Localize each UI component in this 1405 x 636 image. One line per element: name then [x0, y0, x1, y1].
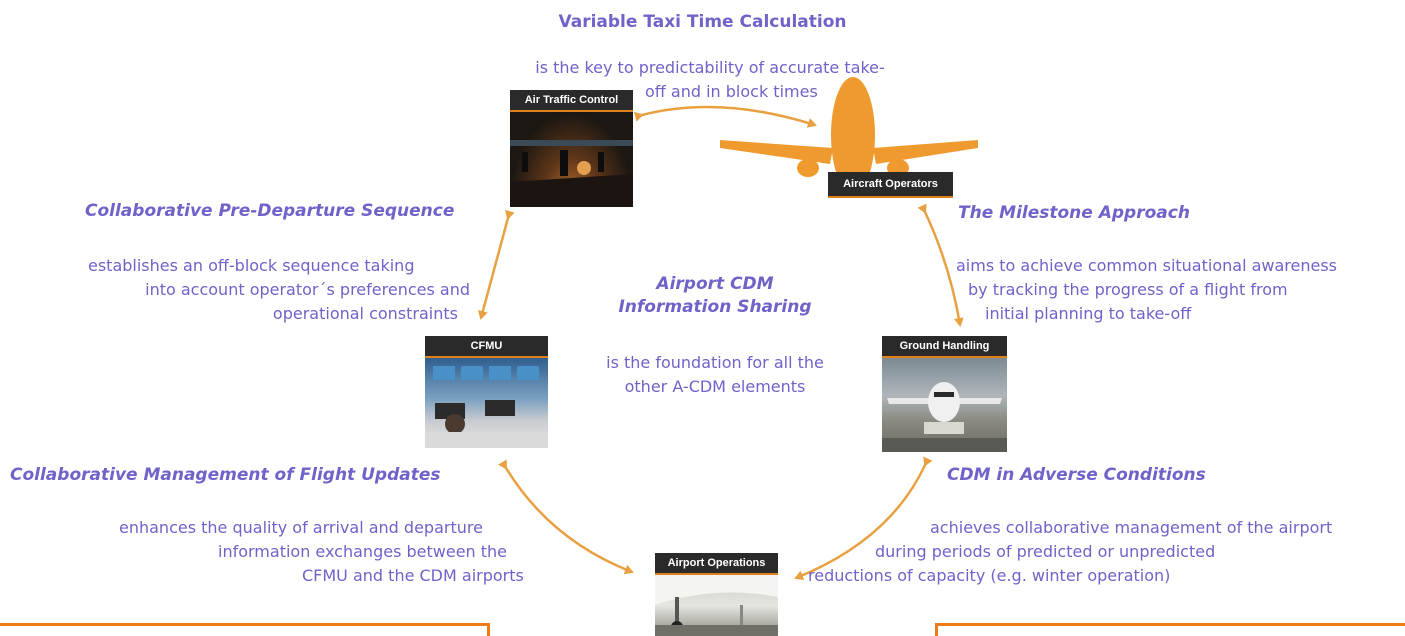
- milestone-text-2: by tracking the progress of a flight fro…: [968, 280, 1288, 299]
- aircraft-operators-card: Aircraft Operators: [828, 172, 953, 198]
- ground-handling-label: Ground Handling: [882, 336, 1007, 358]
- flight-updates-heading: Collaborative Management of Flight Updat…: [10, 465, 441, 485]
- arrow-groundhandling-airportops: [794, 456, 933, 581]
- adverse-conditions-text-1: achieves collaborative management of the…: [930, 518, 1333, 537]
- information-sharing-heading-2: Information Sharing: [618, 297, 812, 317]
- cfmu-card: CFMU: [425, 336, 548, 448]
- taxi-time-text-1: is the key to predictability of accurate…: [535, 58, 885, 77]
- milestone-text-1: aims to achieve common situational aware…: [956, 256, 1338, 275]
- flight-updates-text-2: information exchanges between the: [218, 542, 508, 561]
- ground-handling-photo: [882, 358, 1007, 452]
- aircraft-operators-label: Aircraft Operators: [828, 172, 953, 198]
- right-frame-line: [935, 623, 1405, 626]
- left-frame-corner: [487, 623, 490, 636]
- control-tower-photo: [510, 112, 633, 207]
- pre-departure-text-3: operational constraints: [272, 304, 458, 323]
- taxi-time-heading: Variable Taxi Time Calculation: [558, 12, 847, 32]
- milestone-heading: The Milestone Approach: [958, 203, 1190, 223]
- right-frame-corner: [935, 623, 938, 636]
- cfmu-label: CFMU: [425, 336, 548, 358]
- information-sharing-text-2: other A-CDM elements: [624, 377, 806, 396]
- information-sharing-heading-1: Airport CDM: [656, 274, 774, 294]
- airport-operations-label: Airport Operations: [655, 553, 778, 575]
- pre-departure-text-2: into account operator´s preferences and: [145, 280, 470, 299]
- air-traffic-control-label: Air Traffic Control: [510, 90, 633, 112]
- adverse-conditions-text-2: during periods of predicted or unpredict…: [875, 542, 1216, 561]
- airport-operations-card: Airport Operations: [655, 553, 778, 636]
- left-frame-line: [0, 623, 490, 626]
- information-sharing-text-1: is the foundation for all the: [606, 353, 824, 372]
- adverse-conditions-heading: CDM in Adverse Conditions: [947, 465, 1206, 485]
- airport-operations-photo: [655, 575, 778, 636]
- flight-updates-text-1: enhances the quality of arrival and depa…: [119, 518, 483, 537]
- arrow-atc-aircraft: [633, 105, 817, 128]
- pre-departure-heading: Collaborative Pre-Departure Sequence: [85, 201, 455, 221]
- arrow-aircraft-groundhandling: [917, 203, 964, 327]
- air-traffic-control-card: Air Traffic Control: [510, 90, 633, 207]
- cfmu-room-photo: [425, 358, 548, 448]
- aircraft-icon: [718, 60, 980, 193]
- flight-updates-text-3: CFMU and the CDM airports: [302, 566, 524, 585]
- arrow-cfmu-airportops: [498, 459, 634, 575]
- ground-handling-card: Ground Handling: [882, 336, 1007, 452]
- pre-departure-text-1: establishes an off-block sequence taking: [88, 256, 415, 275]
- milestone-text-3: initial planning to take-off: [985, 304, 1192, 323]
- adverse-conditions-text-3: reductions of capacity (e.g. winter oper…: [808, 566, 1171, 585]
- arrow-atc-cfmu: [477, 209, 515, 320]
- taxi-time-text-2: off and in block times: [645, 82, 818, 101]
